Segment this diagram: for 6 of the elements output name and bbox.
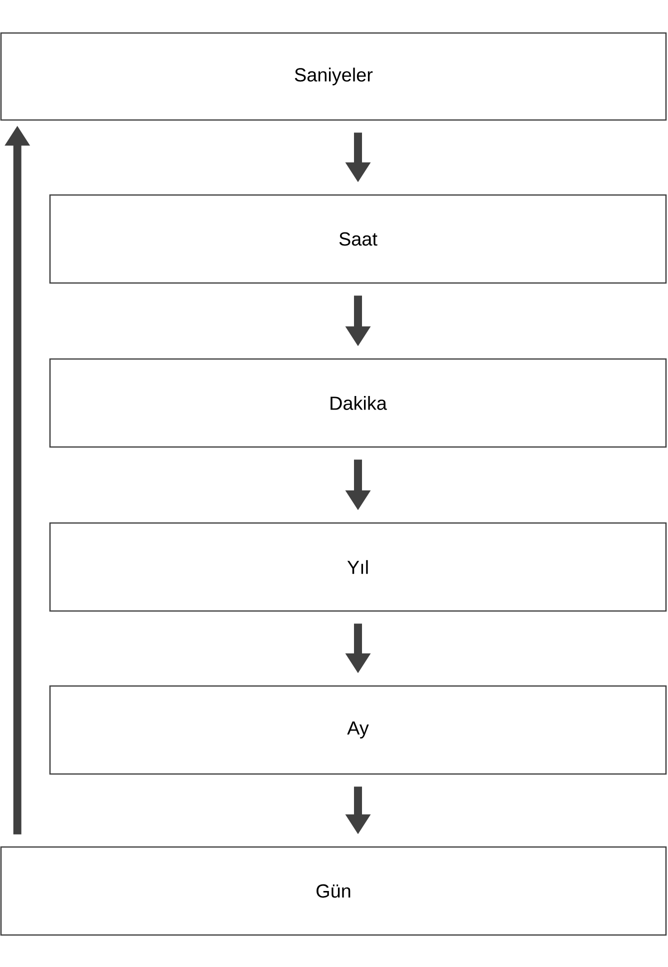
- process-box: Saat: [49, 194, 667, 284]
- process-box: Saniyeler: [0, 32, 667, 121]
- process-box: Ay: [49, 685, 667, 775]
- process-box: Gün: [0, 846, 667, 936]
- process-box: Yıl: [49, 522, 667, 612]
- process-box: Dakika: [49, 358, 667, 448]
